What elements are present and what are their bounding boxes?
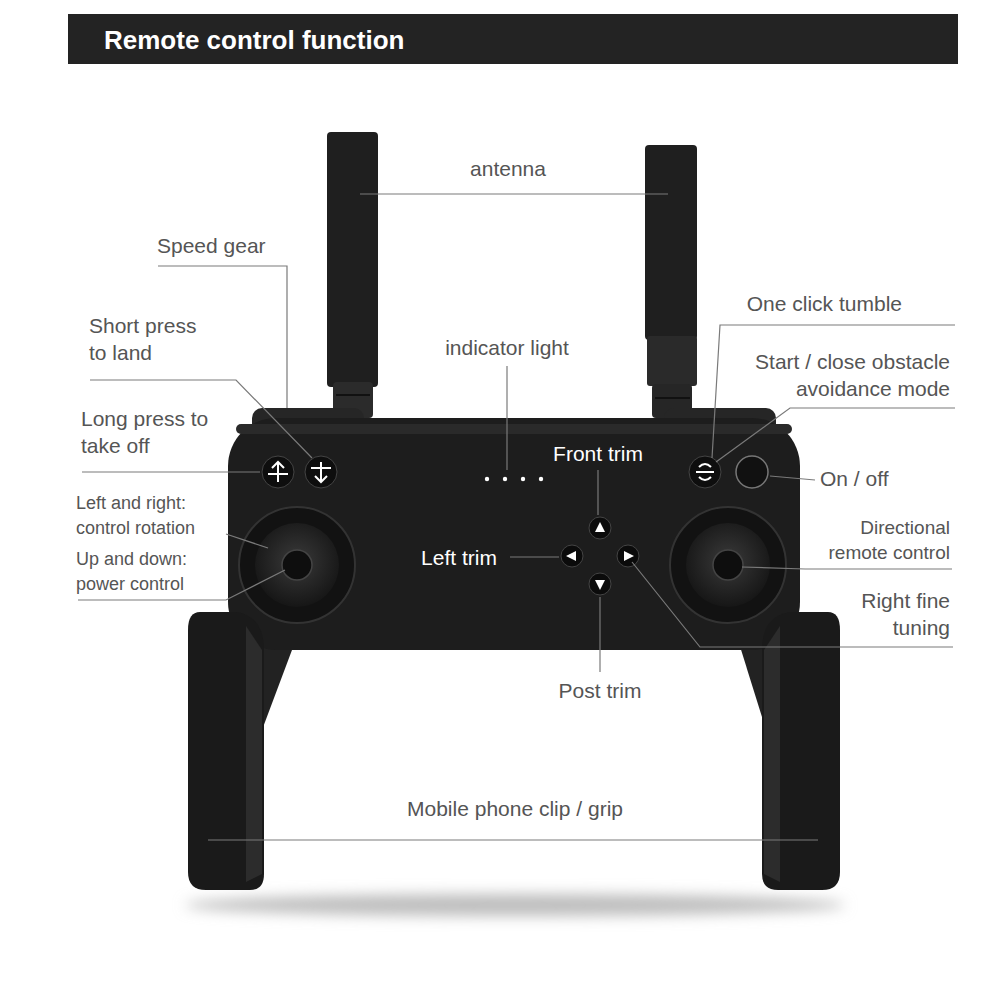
part-label: Start / close obstacle avoidance mode bbox=[715, 348, 950, 402]
body-highlight bbox=[236, 424, 792, 434]
button-takeoff bbox=[262, 456, 294, 488]
joystick-left bbox=[239, 507, 355, 623]
indicator-light bbox=[485, 477, 543, 481]
controller-body bbox=[228, 418, 800, 650]
part-label: Left trim bbox=[409, 544, 509, 571]
part-label: Post trim bbox=[540, 677, 660, 704]
phone-grip-right bbox=[762, 612, 840, 890]
leader-lines bbox=[78, 194, 955, 840]
phone-grip-left bbox=[188, 612, 264, 890]
part-label: Speed gear bbox=[157, 232, 297, 259]
part-label: On / off bbox=[820, 465, 920, 492]
antenna-left bbox=[327, 132, 378, 418]
part-label: Directional remote control bbox=[800, 515, 950, 565]
part-label: antenna bbox=[428, 155, 588, 182]
part-label: Mobile phone clip / grip bbox=[355, 795, 675, 822]
button-power bbox=[736, 456, 768, 488]
part-label: One click tumble bbox=[692, 290, 902, 317]
part-label: Left and right: control rotation bbox=[76, 491, 234, 541]
part-label: Right fine tuning bbox=[838, 587, 950, 641]
part-label: Front trim bbox=[538, 440, 658, 467]
button-land bbox=[305, 456, 337, 488]
trim-pad bbox=[561, 517, 639, 595]
title: Remote control function bbox=[104, 24, 404, 56]
part-label: Short press to land bbox=[89, 312, 219, 366]
part-label: indicator light bbox=[417, 334, 597, 361]
antenna-right bbox=[645, 145, 697, 418]
part-label: Long press to take off bbox=[81, 405, 231, 459]
joystick-right bbox=[670, 507, 786, 623]
shadow bbox=[185, 894, 845, 916]
button-tumble bbox=[689, 456, 721, 488]
part-label: Up and down: power control bbox=[76, 547, 226, 597]
